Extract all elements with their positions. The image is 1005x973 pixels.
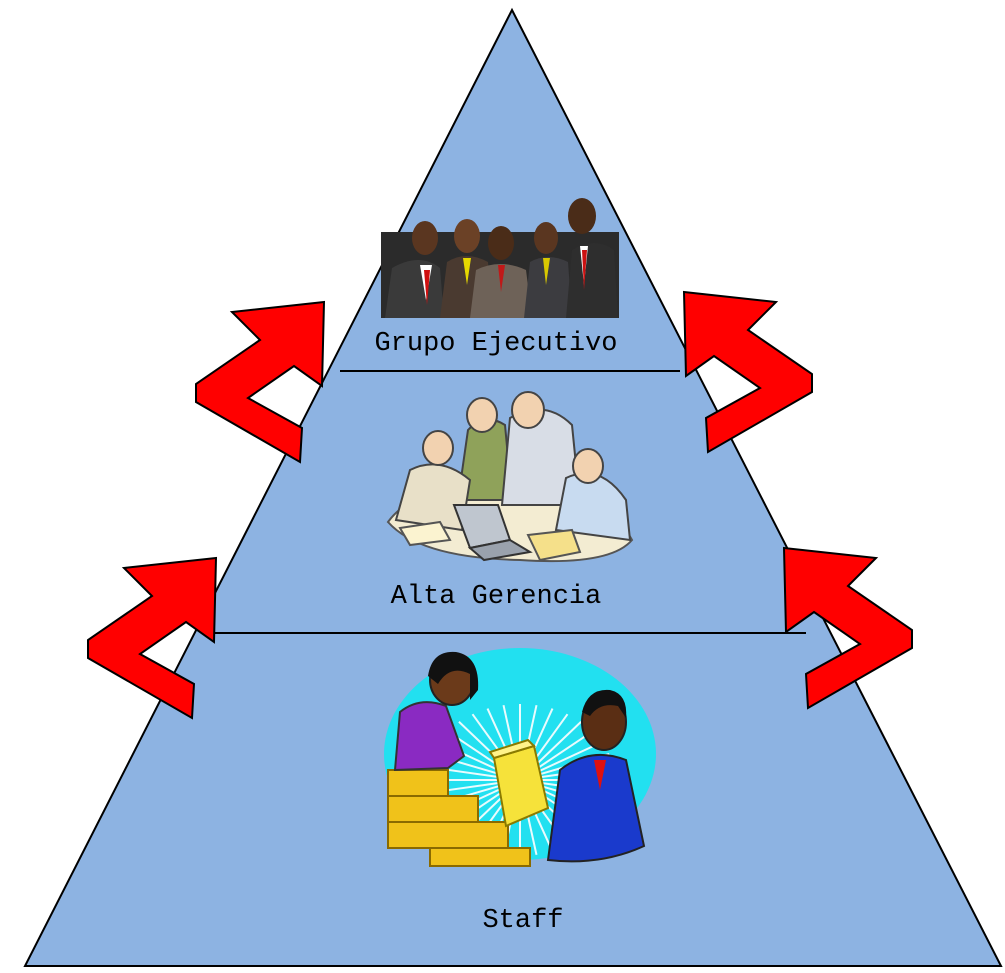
level-label-bottom: Staff: [482, 906, 563, 936]
staff-illustration: [384, 648, 656, 867]
meeting-illustration: [386, 391, 634, 563]
light-ray: [534, 730, 594, 771]
level-label-top: Grupo Ejecutivo: [374, 329, 617, 359]
light-ray: [536, 741, 603, 773]
level-label-middle: Alta Gerencia: [391, 582, 602, 612]
executives-illustration: [381, 198, 619, 318]
light-ray: [532, 721, 582, 769]
